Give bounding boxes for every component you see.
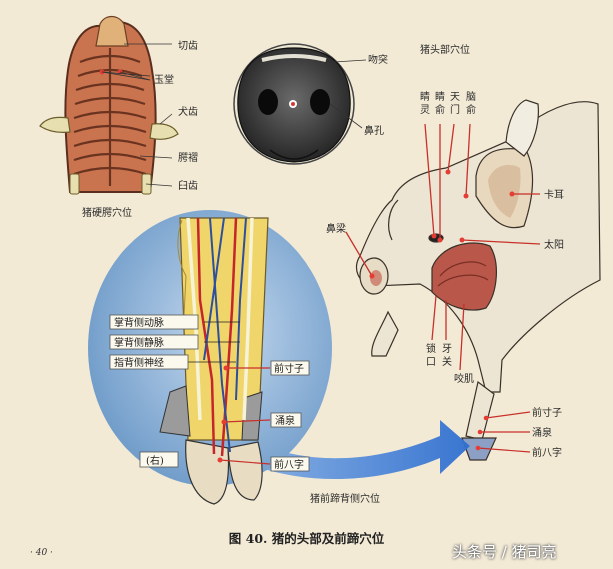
label-tianmen-1: 天 — [450, 92, 460, 103]
label-yaguan-1: 牙 — [442, 343, 452, 355]
label-biliang: 鼻梁 — [326, 222, 346, 235]
label-suokou-2: 口 — [426, 357, 436, 368]
hoof-label-boxes — [109, 314, 310, 472]
palate-title: 猪硬腭穴位 — [82, 206, 132, 219]
label-snout-tip: 吻突 — [368, 53, 388, 66]
label-jingling-1: 睛 — [420, 91, 430, 103]
pig-illustration — [355, 99, 601, 461]
label-hoof-yongquan: 涌泉 — [275, 414, 295, 427]
label-tianmen-2: 门 — [450, 103, 460, 116]
label-yaoji: 咬肌 — [454, 372, 474, 385]
label-pig-yongquan: 涌泉 — [532, 426, 552, 439]
label-dorsal-vein: 掌背侧静脉 — [114, 336, 164, 349]
snout-leader-lines — [329, 59, 367, 129]
hard-palate-illustration — [39, 15, 179, 195]
figure-caption: 图 40. 猪的头部及前蹄穴位 — [228, 531, 385, 546]
pig-hoof-dots — [475, 415, 489, 451]
label-molar: 臼齿 — [178, 180, 198, 192]
hoof-leader-lines — [186, 321, 271, 465]
front-hoof-illustration — [159, 217, 269, 505]
label-jingyu-2: 俞 — [435, 103, 445, 116]
label-jingyu-1: 睛 — [435, 91, 445, 103]
hoof-title: 猪前蹄背侧穴位 — [310, 492, 380, 505]
palate-leader-lines — [101, 43, 173, 187]
label-hoof-qiancunzi: 前寸子 — [274, 362, 304, 375]
label-suokou-1: 锁 — [426, 342, 436, 355]
label-hoof-qianbazi: 前八字 — [274, 458, 304, 471]
label-naoshu-1: 脑 — [466, 90, 476, 103]
label-right-side: (右) — [146, 454, 164, 467]
pig-hoof-pointers — [477, 411, 531, 453]
label-pig-qianbazi: 前八字 — [532, 446, 562, 459]
label-naoshu-2: 俞 — [466, 103, 476, 116]
label-digital-nerve: 指背侧神经 — [114, 356, 164, 369]
head-acupoint-dots — [369, 169, 515, 279]
label-taiyang: 太阳 — [544, 238, 564, 251]
label-yutang: 玉堂 — [154, 74, 174, 86]
label-nostril: 鼻孔 — [364, 124, 384, 137]
label-jingling-2: 灵 — [420, 104, 430, 116]
hoof-acupoint-dots — [217, 365, 229, 463]
watermark: 头条号 / 猪司亮 — [452, 543, 557, 561]
label-palatal-ridge: 腭褶 — [178, 151, 198, 164]
page-number: · 40 · — [30, 548, 53, 558]
head-acupoint-pointers — [345, 123, 541, 371]
snout-illustration — [233, 43, 355, 165]
label-canine: 犬齿 — [178, 105, 198, 118]
label-incisor: 切齿 — [178, 40, 198, 52]
label-pig-qiancunzi: 前寸子 — [532, 406, 562, 419]
label-dorsal-artery: 掌背侧动脉 — [114, 316, 164, 329]
label-yaguan-2: 关 — [442, 355, 452, 368]
head-title: 猪头部穴位 — [420, 43, 470, 56]
label-ershuan: 卡耳 — [544, 188, 564, 201]
